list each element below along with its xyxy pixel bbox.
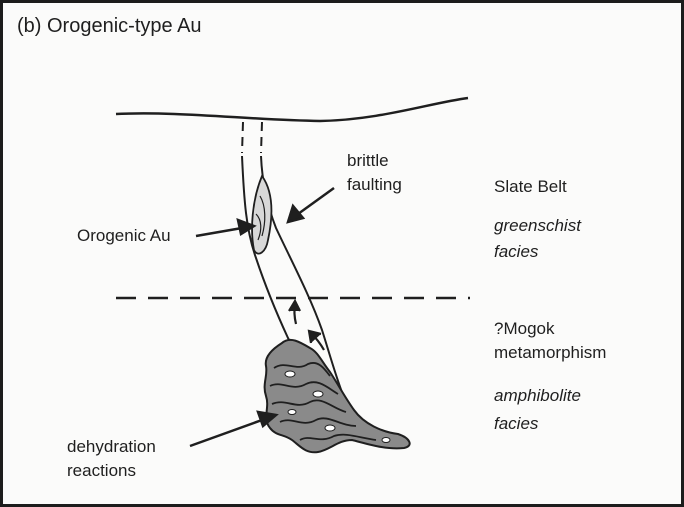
fluid-arrow-upper bbox=[289, 301, 300, 324]
amphibolite-label: amphibolite bbox=[494, 385, 581, 406]
arrow-to-dehydration bbox=[190, 412, 276, 446]
slate-belt-label: Slate Belt bbox=[494, 176, 567, 197]
greenschist-facies-label: facies bbox=[494, 241, 538, 262]
dehydration-label-line1: dehydration bbox=[67, 436, 156, 457]
brittle-faulting-label-line2: faulting bbox=[347, 174, 402, 195]
ground-surface-line bbox=[116, 98, 468, 121]
orogenic-au-label: Orogenic Au bbox=[77, 225, 171, 246]
arrow-to-brittle-faulting bbox=[288, 188, 334, 222]
fluid-arrow-lower bbox=[309, 331, 324, 350]
mogok-label: ?Mogok bbox=[494, 318, 554, 339]
arrow-to-orogenic-au bbox=[196, 220, 254, 236]
orogenic-au-vein bbox=[252, 176, 271, 254]
amphibolite-facies-label: facies bbox=[494, 413, 538, 434]
greenschist-label: greenschist bbox=[494, 215, 581, 236]
fault-projection-right bbox=[261, 122, 262, 153]
brittle-faulting-label-line1: brittle bbox=[347, 150, 389, 171]
metamorphism-label: metamorphism bbox=[494, 342, 606, 363]
dehydration-label-line2: reactions bbox=[67, 460, 136, 481]
fault-projection-left bbox=[242, 122, 243, 153]
